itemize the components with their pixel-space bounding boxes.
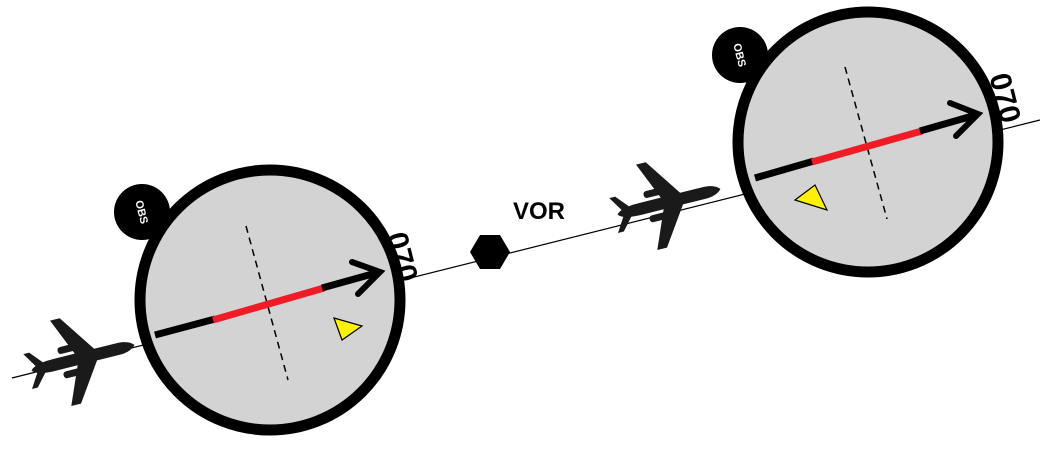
dashed-reference	[245, 225, 289, 381]
vor-station: VOR	[470, 198, 565, 269]
cdi-needle-head	[321, 269, 377, 292]
to-from-flag	[793, 184, 829, 211]
cdi-needle-head	[919, 111, 977, 135]
vor-station-icon	[470, 235, 510, 269]
dial-face	[732, 6, 1004, 278]
vor-label: VOR	[513, 198, 565, 225]
to-from-flag	[333, 317, 364, 341]
airplane-icon	[23, 318, 135, 407]
arrow-icon	[947, 100, 984, 139]
instrument-left: OBS 070	[114, 164, 424, 436]
cdi-needle-tail	[154, 315, 216, 339]
cdi-needle	[212, 284, 325, 324]
cdi-needle	[811, 127, 923, 166]
instrument-right: OBS 070	[712, 6, 1027, 278]
arrow-icon	[349, 259, 386, 297]
obs-label: OBS	[132, 199, 149, 225]
obs-knob[interactable]: OBS	[114, 184, 170, 240]
obs-label: OBS	[730, 42, 747, 68]
cdi-needle-tail	[754, 157, 815, 182]
dashed-reference	[844, 66, 888, 220]
airplane-icon	[609, 162, 721, 251]
